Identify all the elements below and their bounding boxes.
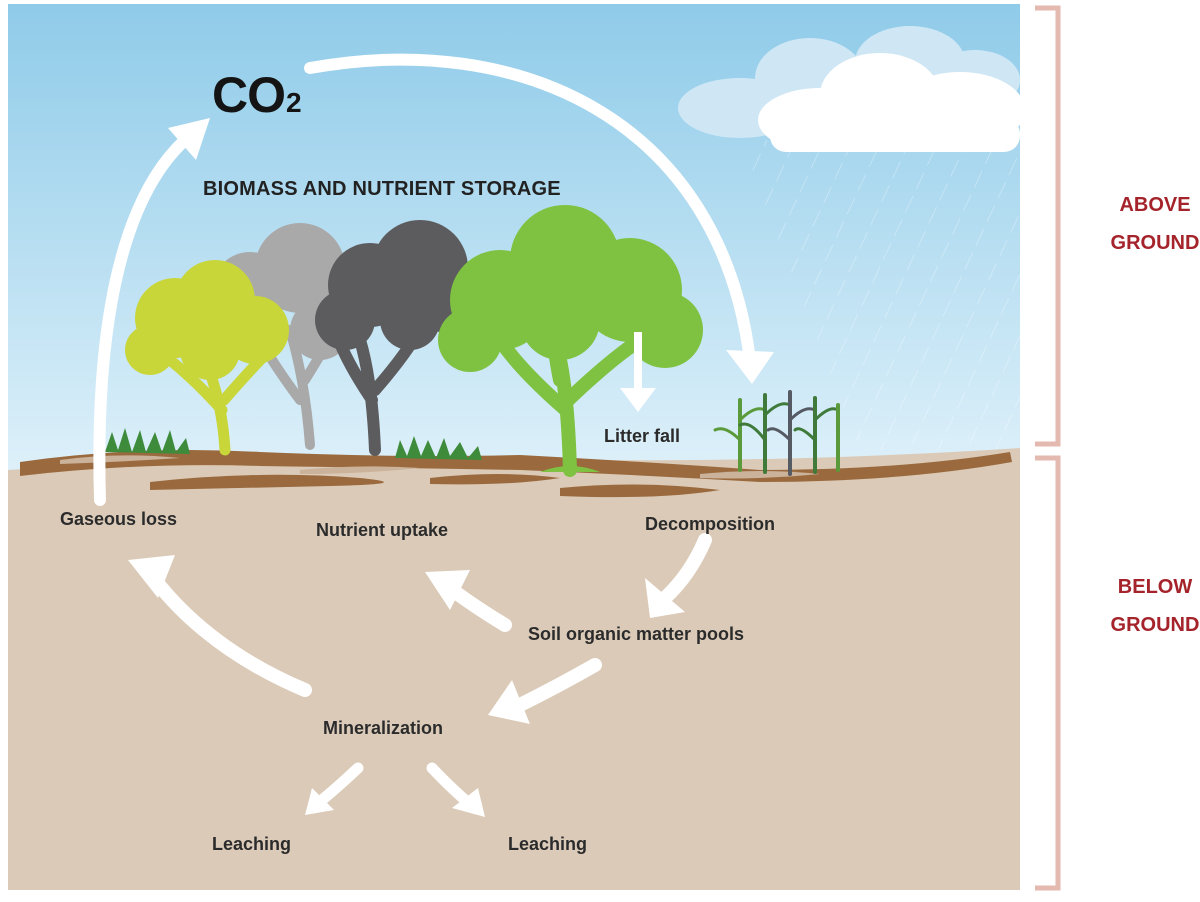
grass-middle xyxy=(395,436,482,460)
gaseous-return-arc xyxy=(148,573,312,697)
crop-plants xyxy=(713,390,840,476)
decomposition-arrowhead xyxy=(645,578,685,618)
grass-left xyxy=(105,428,190,454)
label-leaching-left: Leaching xyxy=(212,834,292,854)
tree-bright-green xyxy=(438,205,703,477)
leaching-left-arrow xyxy=(316,762,364,806)
leaching-left-arrowhead xyxy=(305,788,334,815)
below-ground-label: BELOW GROUND xyxy=(1110,576,1200,636)
above-ground-bracket xyxy=(1035,5,1061,447)
above-ground-label: ABOVE GROUND xyxy=(1110,194,1200,254)
arrowhead-to-crops xyxy=(726,350,774,384)
label-mineralization: Mineralization xyxy=(323,718,444,738)
label-gaseous-loss: Gaseous loss xyxy=(60,509,178,529)
uptake-arrowhead xyxy=(425,570,470,610)
label-leaching-right: Leaching xyxy=(508,834,588,854)
gaseous-return-arrowhead xyxy=(128,555,175,598)
decomposition-arrow xyxy=(658,533,712,605)
mineralization-arrowhead xyxy=(488,680,530,724)
soil xyxy=(8,448,1020,890)
label-litter-fall: Litter fall xyxy=(604,426,681,446)
rain-streaks xyxy=(740,140,1020,450)
label-nutrient-uptake: Nutrient uptake xyxy=(316,520,449,540)
leaching-right-arrowhead xyxy=(452,788,485,817)
uptake-arrow xyxy=(448,585,512,632)
label-decomposition: Decomposition xyxy=(645,514,776,534)
mineralization-arrow xyxy=(513,658,602,712)
tree-yellow-green xyxy=(125,260,289,456)
co2-label: CO2 xyxy=(212,67,302,123)
diagram-title: BIOMASS AND NUTRIENT STORAGE xyxy=(203,178,561,200)
co2-to-crops-arc xyxy=(304,53,756,366)
litter-fall-arrow xyxy=(620,332,656,412)
below-ground-bracket xyxy=(1035,455,1061,891)
label-soil-organic-matter-pools: Soil organic matter pools xyxy=(528,624,745,644)
leaching-right-arrow xyxy=(426,762,471,806)
gaseous-loss-arc xyxy=(93,134,191,506)
cloud-front xyxy=(758,53,1025,152)
arrowhead-to-co2 xyxy=(168,118,210,160)
